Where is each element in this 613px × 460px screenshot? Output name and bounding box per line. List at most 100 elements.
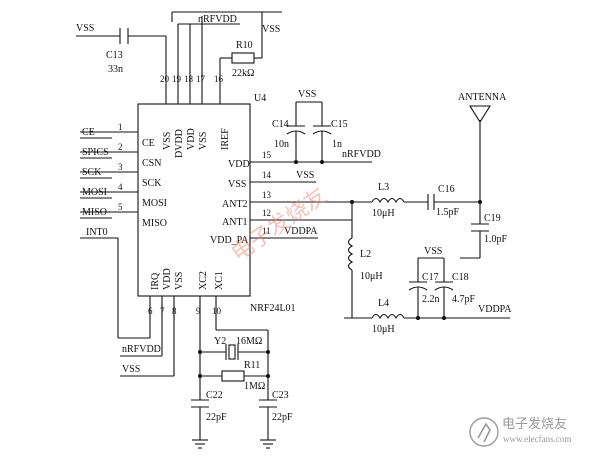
pin19-name: DVDD (174, 129, 185, 158)
pin3-name: SCK (142, 178, 162, 189)
pin1-num: 1 (118, 122, 123, 132)
pin2-num: 2 (118, 142, 123, 152)
pin10-name: XC1 (214, 271, 225, 290)
pin10-num: 10 (212, 306, 222, 316)
c23-ref: C23 (272, 390, 289, 401)
pin11-num: 11 (262, 226, 271, 236)
vss-c14-c15: VSS (298, 89, 316, 100)
r10-body (231, 52, 255, 64)
watermark-brand: 电子发烧友 (502, 416, 567, 432)
antenna-symbol (469, 105, 491, 124)
l2-value: 10μH (360, 271, 383, 282)
pin13-num: 13 (262, 190, 272, 200)
c17-ref: C17 (422, 272, 439, 283)
c13-ref: C13 (106, 50, 123, 61)
pin19-num: 19 (172, 74, 182, 84)
right-pins: VDD VSS ANT2 ANT1 VDD_PA 15 14 13 12 11 … (210, 89, 512, 335)
r11-body (221, 370, 245, 382)
pin18-num: 18 (184, 74, 194, 84)
pin17-name: VSS (198, 132, 209, 150)
r11-ref: R11 (244, 360, 260, 371)
pin17-num: 17 (196, 74, 206, 84)
pin7-name: VDD (162, 268, 173, 290)
net-mosi: MOSI (82, 187, 107, 198)
r10-ref: R10 (236, 40, 253, 51)
c17-value: 2.2n (422, 294, 440, 305)
pin8-name: VSS (174, 272, 185, 290)
c14-value: 10n (274, 139, 289, 150)
pin6-name: IRQ (150, 272, 161, 290)
c13-value: 33n (108, 64, 123, 75)
y2-crystal (228, 344, 236, 360)
net-miso: MISO (82, 207, 107, 218)
nrfvdd-right: nRFVDD (342, 149, 381, 160)
nrfvdd-top: nRFVDD (198, 14, 237, 25)
net-sck: SCK (82, 167, 102, 178)
vss-bottom: VSS (122, 364, 140, 375)
c19-value: 1.0pF (484, 234, 508, 245)
pin5-name: MISO (142, 218, 167, 229)
pin12-num: 12 (262, 208, 271, 218)
pin20-name: VSS (162, 132, 173, 150)
r11-value: 1MΩ (244, 381, 265, 392)
chip-ref: U4 (254, 93, 266, 104)
pin16-num: 16 (214, 74, 224, 84)
c15-value: 1n (332, 139, 342, 150)
net-spics: SPICS (82, 147, 109, 158)
c23-value: 22pF (272, 412, 293, 423)
pin9-name: XC2 (198, 271, 209, 290)
y2-ref: Y2 (214, 336, 226, 347)
pin18-name: VDD (186, 128, 197, 150)
pin2-name: CSN (142, 158, 161, 169)
l4-value: 10μH (372, 324, 395, 335)
c19-ref: C19 (484, 213, 501, 224)
vss-c17-c18: VSS (424, 246, 442, 257)
c14-ref: C14 (272, 119, 289, 130)
l2-ref: L2 (360, 249, 371, 260)
pin9-num: 9 (196, 306, 201, 316)
pin3-num: 3 (118, 162, 123, 172)
pin11-name: VDD_PA (210, 235, 249, 246)
net-int0: INT0 (86, 227, 108, 238)
vss-pin14: VSS (296, 170, 314, 181)
net-ce: CE (82, 127, 95, 138)
nrfvdd-bottom: nRFVDD (122, 344, 161, 355)
c22-value: 22pF (206, 412, 227, 423)
c15-ref: C15 (331, 119, 348, 130)
chip-body (137, 103, 251, 297)
c18-ref: C18 (452, 272, 469, 283)
pin14-num: 14 (262, 170, 272, 180)
r10-value: 22kΩ (232, 68, 254, 79)
watermark-site: www.elecfans.com (503, 434, 571, 444)
antenna-label: ANTENNA (458, 92, 507, 103)
vss-c13: VSS (76, 23, 94, 34)
pin15-name: VDD (228, 159, 250, 170)
c18-value: 4.7pF (452, 294, 476, 305)
pin16-name: IREF (220, 128, 231, 150)
vddpa-pin11: VDDPA (284, 226, 318, 237)
l3-ref: L3 (378, 182, 389, 193)
c22-ref: C22 (206, 390, 223, 401)
pin5-num: 5 (118, 202, 123, 212)
vss-top: VSS (262, 24, 280, 35)
top-pins: 20 19 18 17 16 VSS DVDD VDD VSS IREF VSS… (76, 11, 282, 158)
pin14-name: VSS (228, 179, 246, 190)
l4-ref: L4 (378, 298, 389, 309)
pin15-num: 15 (262, 150, 272, 160)
bottom-pins: 6 7 8 9 10 IRQ VDD VSS XC2 XC1 nRFVDD VS… (120, 268, 293, 449)
pin4-num: 4 (118, 182, 123, 192)
pin4-name: MOSI (142, 198, 167, 209)
c16-ref: C16 (438, 184, 455, 195)
pin1-name: CE (142, 138, 155, 149)
elecfans-logo-icon (469, 417, 499, 447)
vddpa-right: VDDPA (478, 304, 512, 315)
left-pins: CE SPICS SCK MOSI MISO 1 2 3 4 5 CE CSN … (80, 122, 167, 339)
pin12-name: ANT1 (222, 217, 248, 228)
c16-value: 1.5pF (436, 207, 460, 218)
chip-part: NRF24L01 (250, 303, 296, 314)
y2-value: 16MΩ (236, 336, 262, 347)
pin13-name: ANT2 (222, 199, 248, 210)
pin20-num: 20 (160, 74, 170, 84)
